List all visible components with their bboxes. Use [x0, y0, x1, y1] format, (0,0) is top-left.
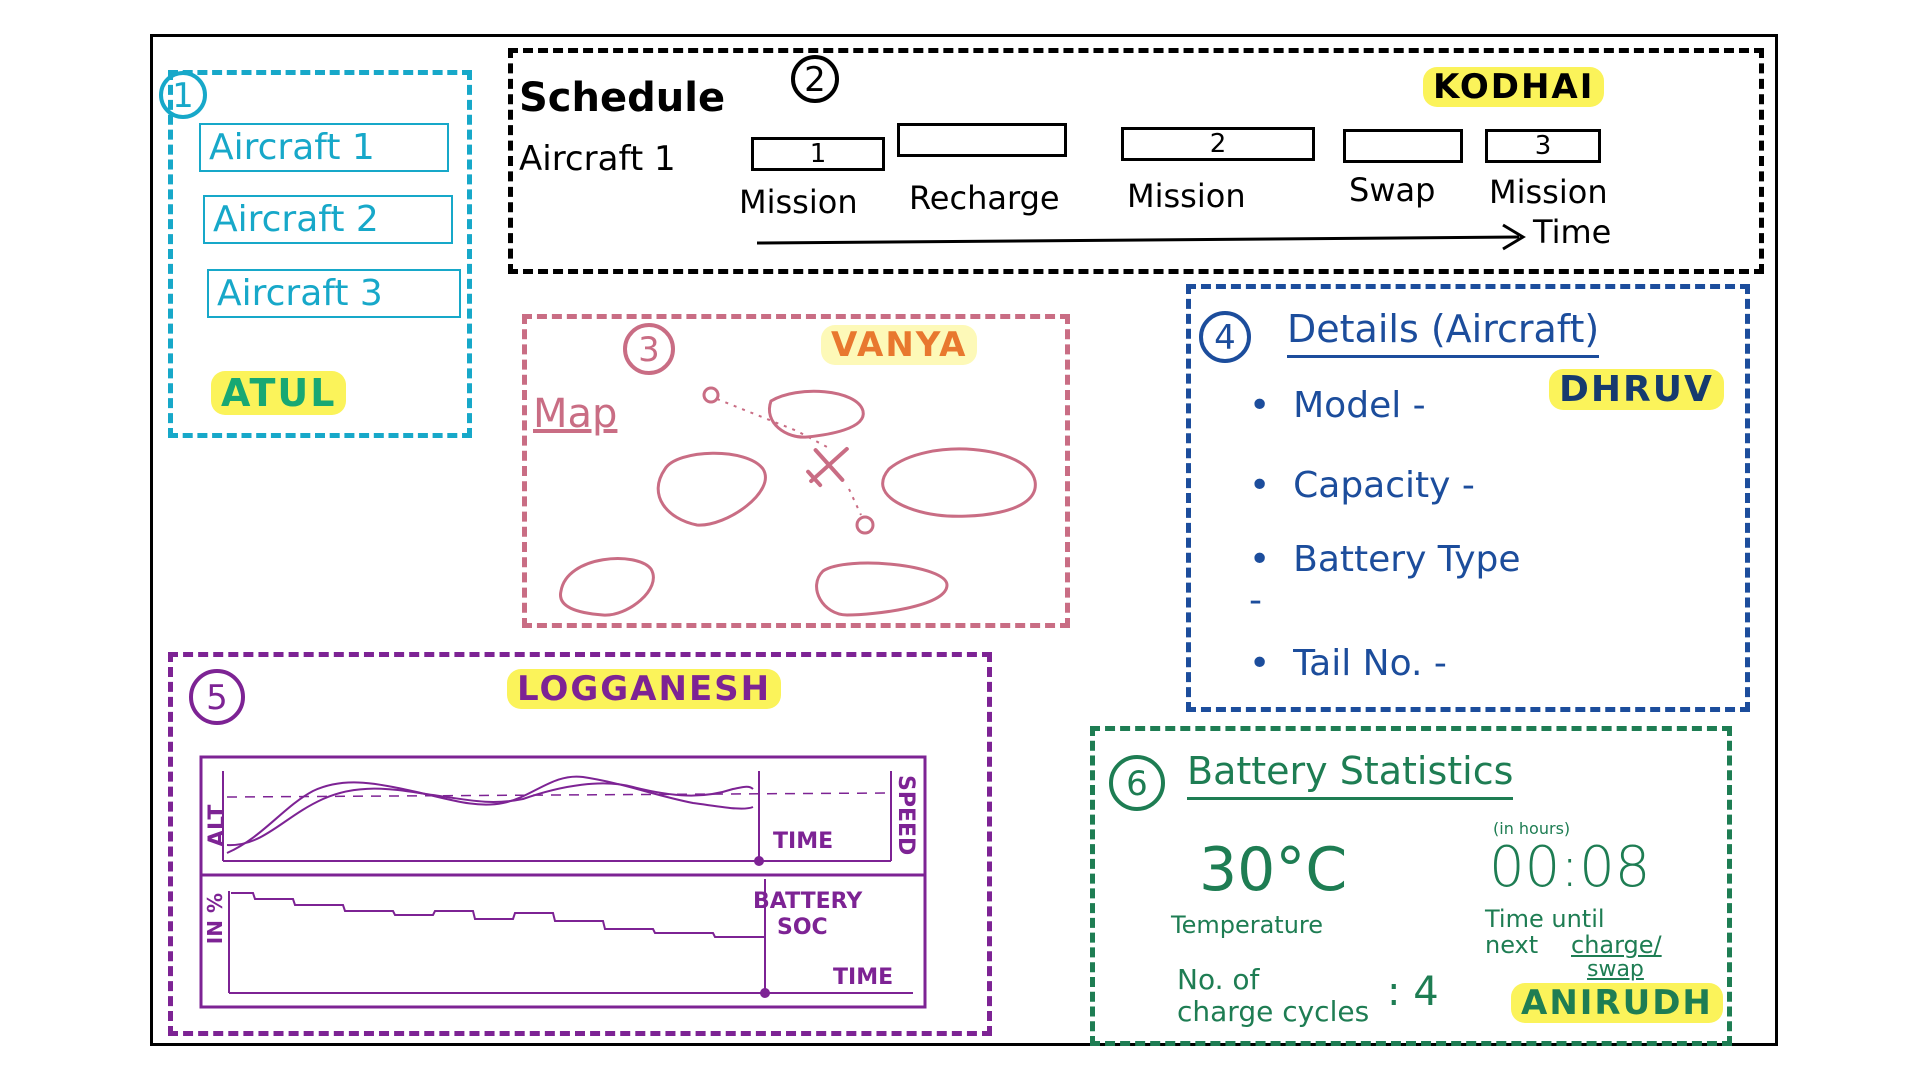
bullet: •	[1249, 465, 1294, 506]
time-swap-label: swap	[1587, 957, 1644, 982]
map-canvas[interactable]	[527, 319, 1065, 623]
segment-label-mission-2: Mission	[1127, 177, 1246, 215]
bullet: •	[1249, 643, 1294, 684]
detail-tail-no-label: Tail No.	[1293, 643, 1423, 684]
soc-axis-label: IN %	[203, 893, 227, 945]
bottom-cursor-dot	[760, 988, 770, 998]
landmass-2	[656, 451, 767, 527]
wireframe-frame	[150, 34, 1778, 1046]
detail-capacity: • Capacity -	[1249, 465, 1475, 506]
soc-series-label: SOC	[777, 915, 828, 940]
temperature-label: Temperature	[1171, 911, 1324, 939]
schedule-title: Schedule	[519, 75, 726, 121]
landmass-3	[881, 447, 1037, 518]
route-origin	[702, 386, 720, 404]
panel3-owner-label: VANYA	[821, 325, 978, 365]
alt-line	[226, 775, 754, 854]
map-title: Map	[533, 391, 618, 437]
aircraft-list-panel: 1 Aircraft 1 Aircraft 2 Aircraft 3 ATUL	[159, 70, 472, 438]
aircraft-1-button[interactable]: Aircraft 1	[199, 123, 449, 172]
segment-swap[interactable]	[1343, 129, 1463, 163]
cycles-label-line-2: charge cycles	[1177, 995, 1370, 1028]
panel-number-6: 6	[1109, 755, 1165, 811]
detail-model-value: -	[1412, 385, 1426, 426]
alt-axis-label: ALT	[205, 804, 230, 847]
panel-number-5: 5	[189, 669, 245, 725]
segment-mission-3[interactable]: 3	[1485, 129, 1601, 163]
route-destination	[855, 515, 875, 535]
detail-tail-no-value: -	[1433, 643, 1447, 684]
logs-charts[interactable]	[173, 657, 987, 1031]
cycles-label-line-1: No. of	[1177, 963, 1260, 996]
details-panel: 4 Details (Aircraft) DHRUV • Model - • C…	[1186, 284, 1750, 712]
bullet: •	[1249, 539, 1294, 580]
flight-path	[716, 398, 862, 516]
panel-number-3: 3	[623, 323, 675, 375]
time-until-next-value: 00:08	[1489, 835, 1651, 900]
segment-label-mission-1: Mission	[739, 183, 858, 221]
panel-number-2: 2	[791, 55, 839, 103]
map-panel: 3 VANYA Map	[522, 314, 1070, 628]
bottom-time-label: TIME	[833, 965, 894, 990]
time-next-label: next	[1485, 931, 1539, 959]
threshold-line	[226, 792, 890, 798]
detail-capacity-value: -	[1461, 465, 1475, 506]
bullet: •	[1249, 385, 1294, 426]
detail-model-label: Model	[1293, 385, 1402, 426]
time-unit-label: (in hours)	[1493, 819, 1571, 838]
schedule-panel: 2 Schedule KODHAI Aircraft 1 1 2 3 Missi…	[508, 48, 1764, 274]
detail-model: • Model -	[1249, 385, 1426, 426]
schedule-row-label: Aircraft 1	[519, 139, 676, 179]
segment-recharge[interactable]	[897, 123, 1067, 157]
segment-mission-1[interactable]: 1	[751, 137, 885, 171]
segment-mission-2[interactable]: 2	[1121, 127, 1315, 161]
aircraft-2-button[interactable]: Aircraft 2	[203, 195, 453, 244]
detail-capacity-label: Capacity	[1293, 465, 1451, 506]
panel5-owner-label: LOGGANESH	[507, 669, 782, 709]
battery-series-label: BATTERY	[753, 889, 863, 914]
detail-tail-no: • Tail No. -	[1249, 643, 1447, 684]
top-cursor-dot	[754, 856, 764, 866]
chart-frame	[199, 755, 927, 1009]
segment-label-swap: Swap	[1349, 171, 1436, 209]
panel6-owner-label: ANIRUDH	[1511, 983, 1723, 1023]
panel4-owner-label: DHRUV	[1549, 369, 1724, 410]
speed-axis-label: SPEED	[893, 775, 918, 856]
time-axis-label: Time	[1533, 213, 1612, 251]
temperature-value: 30°C	[1199, 835, 1348, 905]
battery-soc-line	[231, 892, 765, 938]
speed-line	[226, 782, 754, 847]
time-until-label: Time until	[1485, 905, 1605, 933]
segment-label-mission-3: Mission	[1489, 173, 1608, 211]
detail-battery-type-label: Battery Type	[1293, 539, 1521, 580]
time-axis-arrow	[756, 223, 1526, 251]
panel-number-1: 1	[159, 71, 207, 119]
panel1-owner-label: ATUL	[211, 371, 347, 415]
landmass-5	[815, 561, 949, 617]
time-charge-label: charge/	[1571, 931, 1662, 959]
battery-statistics-panel: 6 Battery Statistics 30°C Temperature (i…	[1090, 726, 1732, 1046]
detail-battery-type-value: -	[1249, 580, 1262, 621]
airplane-icon	[806, 446, 849, 488]
logs-panel: 5 LOGGANESH ALT SPEED TIME IN % BATTERY …	[168, 652, 992, 1036]
battery-statistics-title: Battery Statistics	[1187, 749, 1514, 800]
panel-number-4: 4	[1199, 311, 1251, 363]
landmass-4	[559, 557, 655, 617]
details-title: Details (Aircraft)	[1287, 307, 1600, 358]
top-time-label: TIME	[773, 829, 834, 854]
segment-label-recharge: Recharge	[909, 179, 1060, 217]
detail-battery-type: • Battery Type -	[1249, 539, 1539, 621]
cycles-value: : 4	[1387, 969, 1439, 1015]
panel2-owner-label: KODHAI	[1423, 67, 1605, 107]
aircraft-3-button[interactable]: Aircraft 3	[207, 269, 461, 318]
landmass-1	[767, 389, 865, 439]
